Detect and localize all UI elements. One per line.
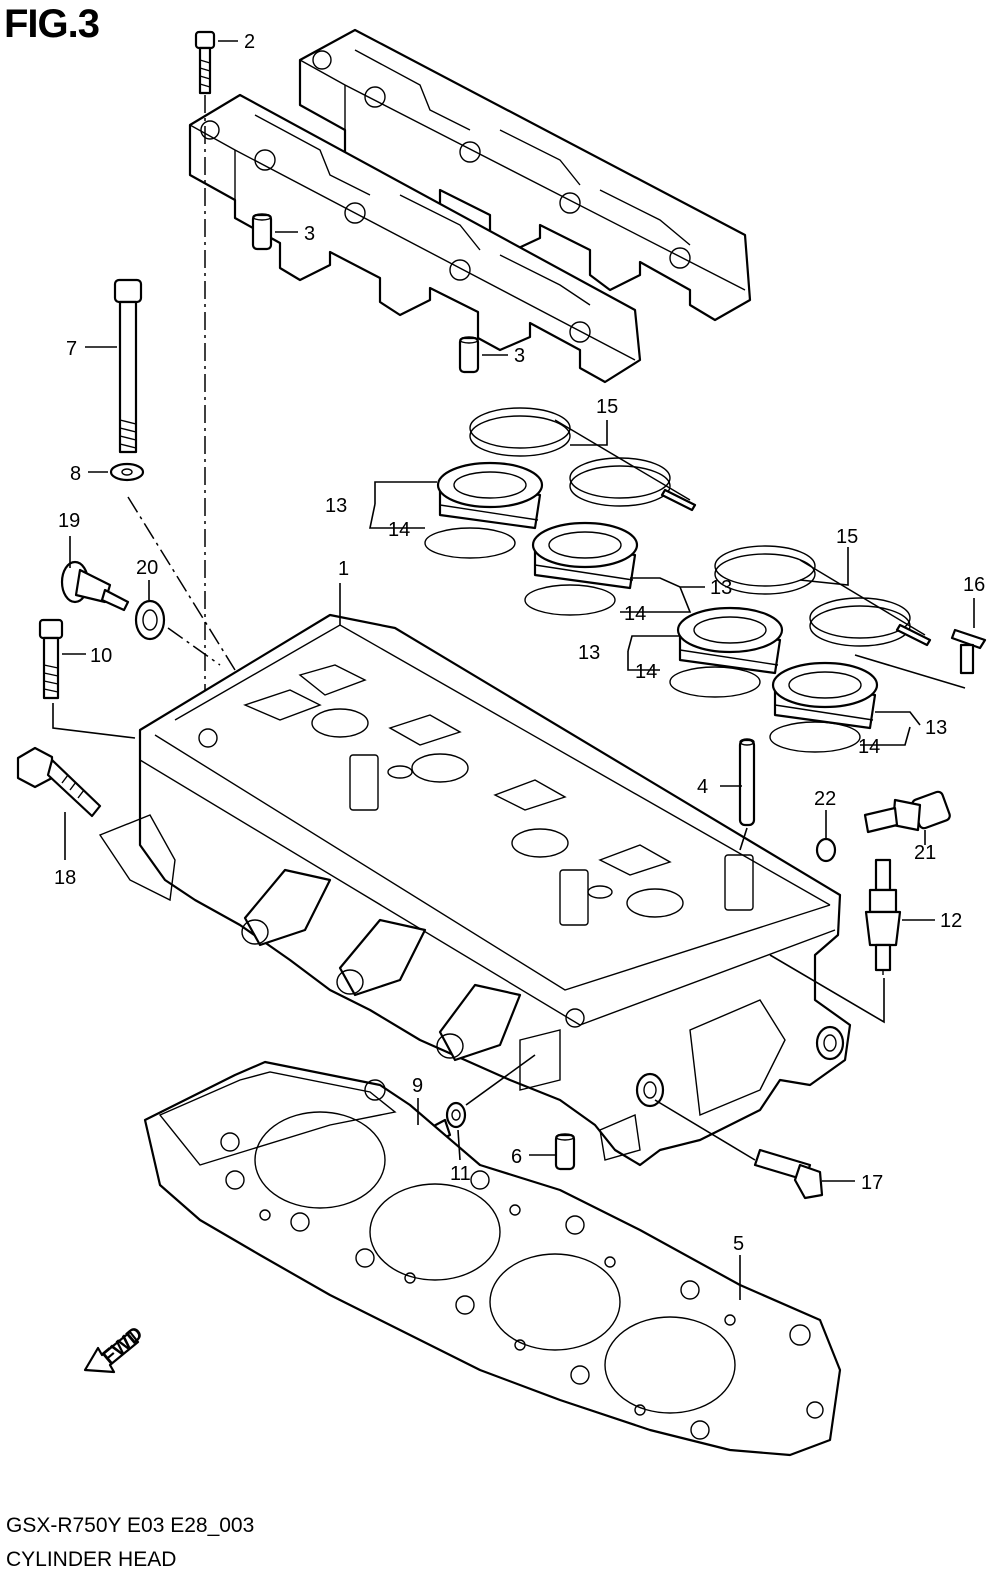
callout-14-d: 14	[858, 736, 880, 758]
stud-4	[738, 738, 756, 827]
callout-16: 16	[963, 574, 985, 596]
leader-lines	[62, 40, 975, 1300]
o-ring-14-d	[769, 721, 861, 753]
callout-13-c: 13	[578, 642, 600, 664]
callout-13-a: 13	[325, 495, 347, 517]
model-code: GSX-R750Y E03 E28_003	[6, 1514, 255, 1537]
bolt-10	[38, 618, 64, 700]
callout-8: 8	[70, 463, 81, 485]
callout-19: 19	[58, 510, 80, 532]
o-ring-14-a	[424, 527, 516, 559]
callout-10: 10	[90, 645, 112, 667]
fwd-label: FWD	[98, 1323, 147, 1369]
o-ring-14-c	[669, 666, 761, 698]
callout-14-c: 14	[635, 661, 657, 683]
callout-2: 2	[244, 31, 255, 53]
callout-4: 4	[697, 776, 708, 798]
callout-13-d: 13	[925, 717, 947, 739]
clamp-15-pair-lower	[714, 545, 932, 647]
gasket-20	[134, 599, 166, 641]
bolt-7-long	[113, 278, 143, 454]
dowel-pin-6	[554, 1133, 576, 1171]
callout-6: 6	[511, 1146, 522, 1168]
callout-15-a: 15	[596, 396, 618, 418]
bolt-17	[753, 1148, 824, 1200]
figure-title: FIG.3	[4, 2, 100, 46]
callout-14-a: 14	[388, 519, 410, 541]
spark-plug-12	[864, 858, 902, 975]
gasket-11	[445, 1101, 467, 1129]
o-ring-14-b	[524, 584, 616, 616]
washer-8	[109, 462, 145, 482]
callout-labels: 1 2 3 3 4 5 6 7 8 9 10 11 12 13 13 13 13…	[54, 31, 985, 1255]
dowel-pin-3-upper	[251, 213, 273, 251]
bolt-18	[16, 746, 102, 818]
bolt-19-union	[60, 560, 130, 612]
callout-3-lower: 3	[514, 345, 525, 367]
callout-5: 5	[733, 1233, 744, 1255]
camshaft-holder-rear	[298, 28, 752, 322]
forward-direction-arrow-icon: FWD	[83, 1323, 147, 1374]
intake-pipe-13-d	[771, 661, 879, 730]
camshaft-holder-front	[188, 93, 642, 384]
callout-21: 21	[914, 842, 936, 864]
intake-pipe-13-a	[436, 461, 544, 530]
section-name: CYLINDER HEAD	[6, 1548, 177, 1571]
callout-3-upper: 3	[304, 223, 315, 245]
callout-13-b: 13	[710, 577, 732, 599]
intake-pipe-13-c	[676, 606, 784, 675]
callout-1: 1	[338, 558, 349, 580]
intake-pipe-13-b	[531, 521, 639, 590]
callout-9: 9	[412, 1075, 423, 1097]
callout-15-b: 15	[836, 526, 858, 548]
callout-12: 12	[940, 910, 962, 932]
callout-17: 17	[861, 1172, 883, 1194]
dowel-pin-3-lower	[458, 336, 480, 374]
callout-22: 22	[814, 788, 836, 810]
screw-16	[950, 628, 987, 675]
gasket-22	[815, 837, 837, 863]
callout-20: 20	[136, 557, 158, 579]
clamp-15-pair-upper	[469, 407, 697, 512]
callout-14-b: 14	[624, 603, 646, 625]
callout-11: 11	[450, 1163, 471, 1185]
callout-7: 7	[66, 338, 77, 360]
cylinder-head-1	[98, 613, 852, 1167]
callout-18: 18	[54, 867, 76, 889]
bolt-2	[194, 30, 216, 95]
head-gasket-5	[143, 1060, 842, 1457]
sensor-21	[863, 790, 951, 834]
